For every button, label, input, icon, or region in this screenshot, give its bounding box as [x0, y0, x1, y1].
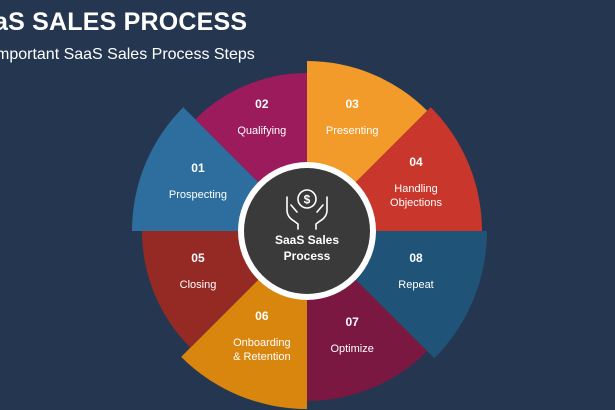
step-number: 01: [191, 161, 205, 175]
step-number: 08: [409, 251, 423, 265]
svg-text:$: $: [304, 193, 311, 207]
step-label: & Retention: [233, 351, 290, 363]
slide-subtitle: mportant SaaS Sales Process Steps: [0, 46, 255, 63]
step-label: Repeat: [398, 279, 433, 291]
slide-title: aS SALES PROCESS: [0, 8, 248, 36]
step-label: Optimize: [330, 343, 373, 355]
hands-dollar-icon: $: [286, 189, 328, 230]
step-label: Objections: [390, 197, 442, 209]
center-label-line2: Process: [284, 249, 331, 263]
step-segment-04: [350, 107, 482, 231]
step-label: Presenting: [326, 125, 379, 137]
step-segment-06: [181, 274, 307, 409]
step-number: 03: [345, 97, 359, 111]
step-number: 07: [345, 315, 359, 329]
step-number: 04: [409, 155, 423, 169]
step-number: 05: [191, 251, 205, 265]
step-segment-07: [307, 274, 428, 401]
center-disc: [244, 168, 370, 294]
center-hub: $ SaaS Sales Process: [238, 162, 376, 300]
step-segment-01: [132, 107, 264, 231]
step-label: Prospecting: [169, 189, 227, 201]
step-segment-02: [195, 73, 307, 188]
step-label: Onboarding: [233, 337, 291, 349]
step-number: 06: [255, 309, 269, 323]
step-label: Closing: [180, 279, 217, 291]
step-label: Qualifying: [237, 125, 286, 137]
step-number: 02: [255, 97, 269, 111]
step-segment-03: [307, 61, 428, 188]
step-label: Handling: [394, 183, 437, 195]
step-segment-08: [350, 231, 487, 359]
center-label-line1: SaaS Sales: [275, 233, 339, 247]
step-segment-05: [142, 231, 264, 348]
